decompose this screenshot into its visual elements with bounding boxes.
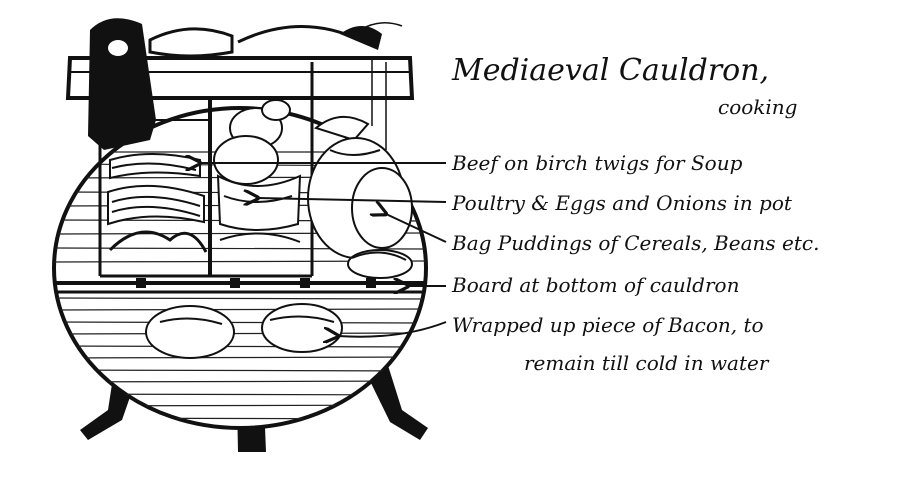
wrapped-bacon — [145, 303, 343, 359]
beef-on-twigs — [107, 153, 208, 253]
board — [54, 278, 426, 294]
cauldron-lid — [88, 18, 382, 151]
diagram-title: Mediaeval Cauldron, — [451, 53, 769, 88]
inner-racks — [98, 62, 314, 278]
label-beef: Beef on birch twigs for Soup — [451, 151, 743, 175]
label-poultry: Poultry & Eggs and Onions in pot — [451, 191, 793, 215]
bag-puddings — [307, 116, 413, 279]
callout-arrows — [200, 163, 447, 337]
diagram-subtitle: cooking — [718, 95, 797, 119]
label-board: Board at bottom of cauldron — [451, 273, 739, 297]
bacon-arrow — [338, 321, 447, 337]
puddings-arrow — [386, 214, 447, 243]
label-puddings: Bag Puddings of Cereals, Beans etc. — [451, 231, 819, 255]
poultry-arrow — [258, 198, 447, 202]
label-bacon-continued: remain till cold in water — [524, 351, 770, 375]
label-bacon: Wrapped up piece of Bacon, to — [452, 313, 764, 337]
